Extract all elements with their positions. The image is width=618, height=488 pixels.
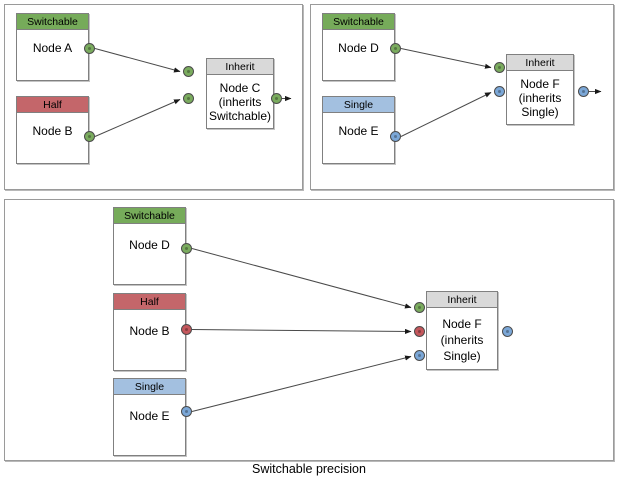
node-e2-header-label: Single <box>114 379 185 395</box>
node-e2-body-label: Node E <box>129 409 170 423</box>
panel-switchable-precision-combined <box>4 199 614 461</box>
node-b-header-label: Half <box>17 97 88 113</box>
node-c-header-label: Inherit <box>207 59 273 75</box>
port-node-e2-output[interactable] <box>181 406 192 417</box>
node-e-box[interactable]: Single Node E <box>322 96 395 164</box>
node-d2-box[interactable]: Switchable Node D <box>113 207 186 285</box>
port-node-d2-output[interactable] <box>181 243 192 254</box>
node-b-body-label: Node B <box>32 124 73 138</box>
node-d-box[interactable]: Switchable Node D <box>322 13 395 81</box>
port-node-f-input-1[interactable] <box>494 62 505 73</box>
node-e-body-label: Node E <box>338 124 379 138</box>
node-d-header-label: Switchable <box>323 14 394 30</box>
port-node-d-output[interactable] <box>390 43 401 54</box>
node-d2-header-label: Switchable <box>114 208 185 224</box>
port-node-e-output[interactable] <box>390 131 401 142</box>
port-node-b2-output[interactable] <box>181 324 192 335</box>
port-node-c-input-2[interactable] <box>183 93 194 104</box>
node-c-body-label: Node C (inherits Switchable) <box>208 81 272 123</box>
node-b-box[interactable]: Half Node B <box>16 96 89 164</box>
node-a-box[interactable]: Switchable Node A <box>16 13 89 81</box>
port-node-f-output[interactable] <box>578 86 589 97</box>
port-node-f2-output[interactable] <box>502 326 513 337</box>
node-f-header-label: Inherit <box>507 55 573 71</box>
node-f2-box[interactable]: Inherit Node F (inherits Single) <box>426 291 498 370</box>
port-node-f-input-2[interactable] <box>494 86 505 97</box>
node-b2-body-label: Node B <box>129 324 170 338</box>
port-node-c-output[interactable] <box>271 93 282 104</box>
node-f-body-label: Node F (inherits Single) <box>518 77 562 119</box>
port-node-f2-input-1[interactable] <box>414 302 425 313</box>
node-d-body-label: Node D <box>338 41 379 55</box>
node-f2-body-label: Node F (inherits Single) <box>440 317 484 363</box>
node-f-box[interactable]: Inherit Node F (inherits Single) <box>506 54 574 125</box>
node-b2-header-label: Half <box>114 294 185 310</box>
port-node-c-input-1[interactable] <box>183 66 194 77</box>
node-f2-header-label: Inherit <box>427 292 497 308</box>
diagram-caption: Switchable precision <box>252 462 366 476</box>
node-a-header-label: Switchable <box>17 14 88 30</box>
node-a-body-label: Node A <box>32 41 73 55</box>
node-e-header-label: Single <box>323 97 394 113</box>
port-node-b-output[interactable] <box>84 131 95 142</box>
node-d2-body-label: Node D <box>129 238 170 252</box>
port-node-f2-input-2[interactable] <box>414 326 425 337</box>
port-node-a-output[interactable] <box>84 43 95 54</box>
node-b2-box[interactable]: Half Node B <box>113 293 186 371</box>
node-c-box[interactable]: Inherit Node C (inherits Switchable) <box>206 58 274 129</box>
node-e2-box[interactable]: Single Node E <box>113 378 186 456</box>
port-node-f2-input-3[interactable] <box>414 350 425 361</box>
